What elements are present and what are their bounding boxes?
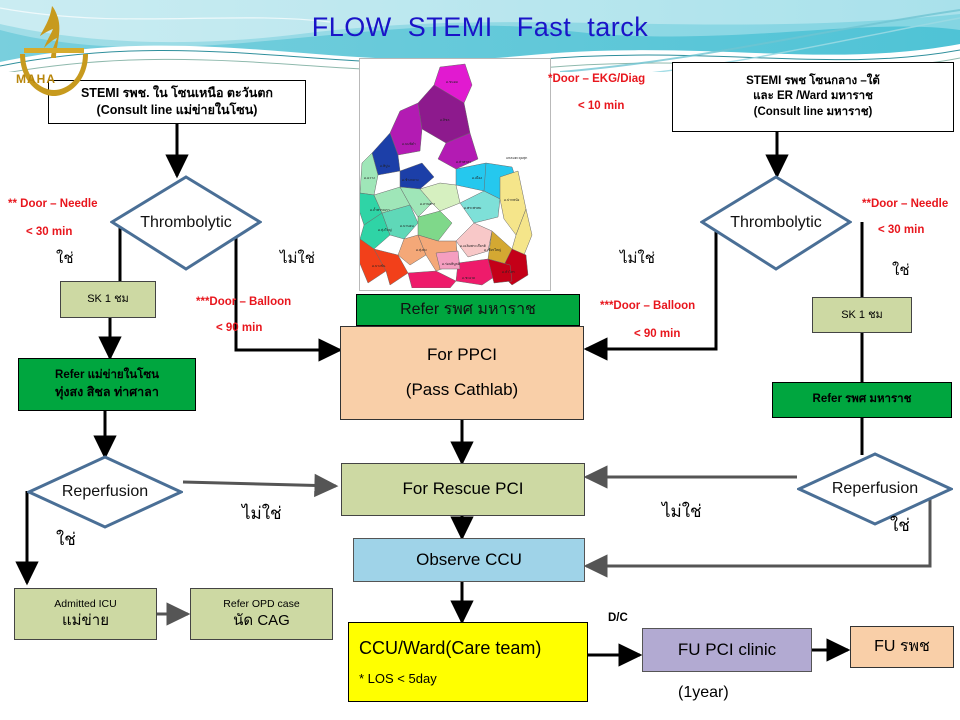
branch-label-thrombolytic-right-yes: ใช่ — [892, 262, 910, 279]
annotation-door-balloon-left-line1: ***Door – Balloon — [196, 296, 292, 308]
annotation-dc-label: D/C — [608, 612, 628, 624]
sk-box-right-label: SK 1 ชม — [841, 308, 883, 321]
svg-text:อ.ร่อนพิบูลย์: อ.ร่อนพิบูลย์ — [442, 262, 460, 266]
observe-ccu-label: Observe CCU — [416, 549, 522, 569]
svg-text:อ.พระพรหม: อ.พระพรหม — [464, 206, 481, 210]
start-box-left-line2: (Consult line แม่ข่ายในโซน) — [96, 103, 258, 117]
decision-thrombolytic-right-label: Thrombolytic — [730, 214, 822, 231]
annotation-door-balloon-left-line2: < 90 min — [216, 322, 263, 334]
refer-opd-line1: Refer OPD case — [223, 597, 300, 610]
admitted-icu-box: Admitted ICU แม่ข่าย — [14, 588, 157, 640]
annotation-door-balloon-right-line2: < 90 min — [634, 328, 681, 340]
refer-network-box-left: Refer แม่ข่ายในโซน ทุ่งสง สิชล ท่าศาลา — [18, 358, 196, 411]
decision-reperfusion-left-label: Reperfusion — [61, 483, 149, 500]
ccu-ward-line1: CCU/Ward(Care team) — [359, 638, 542, 659]
admitted-icu-line2: แม่ข่าย — [61, 611, 110, 629]
svg-text:อ.ถ้ำพรรณรา: อ.ถ้ำพรรณรา — [370, 207, 390, 212]
svg-text:อ.ช้างกลาง: อ.ช้างกลาง — [402, 178, 419, 182]
logo-wordmark: MAHA — [16, 72, 56, 86]
branch-label-reperfusion-right-yes: ใช่ — [890, 516, 910, 535]
start-box-right-line2: และ ER /Ward มหาราช — [753, 90, 873, 103]
start-box-right-line1: STEMI รพช โซนกลาง –ใต้ — [746, 74, 880, 87]
decision-thrombolytic-left-label: Thrombolytic — [140, 214, 232, 231]
ccu-ward-box: CCU/Ward(Care team) * LOS < 5day — [348, 622, 588, 702]
admitted-icu-line1: Admitted ICU — [54, 597, 117, 610]
fu-rpch-label: FU รพช — [874, 638, 930, 656]
rescue-pci-box: For Rescue PCI — [341, 463, 585, 516]
svg-text:อ.ฉวาง: อ.ฉวาง — [364, 176, 375, 180]
annotation-door-needle-right-line2: < 30 min — [878, 224, 925, 236]
svg-text:อ.ทุ่งสง: อ.ทุ่งสง — [416, 248, 427, 253]
svg-text:อ.เมือง: อ.เมือง — [472, 175, 482, 180]
decision-thrombolytic-right[interactable]: Thrombolytic — [700, 175, 852, 271]
annotation-door-needle-left-line1: ** Door – Needle — [8, 198, 98, 210]
ccu-ward-line2: * LOS < 5day — [359, 671, 437, 687]
sk-box-left-label: SK 1 ชม — [87, 293, 129, 306]
svg-text:อ.ทุ่งใหญ่: อ.ทุ่งใหญ่ — [378, 228, 392, 233]
decision-thrombolytic-left[interactable]: Thrombolytic — [110, 175, 262, 271]
annotation-door-needle-left-line2: < 30 min — [26, 226, 73, 238]
ppci-line1: For PPCI — [427, 345, 497, 365]
svg-text:แหลมตะลุมพุก: แหลมตะลุมพุก — [506, 156, 527, 161]
decision-reperfusion-right-label: Reperfusion — [831, 480, 919, 497]
svg-text:อ.ลานสกา: อ.ลานสกา — [420, 202, 435, 206]
annotation-door-needle-right-line1: **Door – Needle — [862, 198, 949, 210]
refer-opd-line2: นัด CAG — [233, 611, 290, 629]
observe-ccu-box: Observe CCU — [353, 538, 585, 582]
fu-pci-clinic-sublabel: (1year) — [678, 684, 729, 701]
refer-opd-box: Refer OPD case นัด CAG — [190, 588, 333, 640]
refer-maharaj-right-label: Refer รพศ มหาราช — [812, 393, 912, 406]
refer-network-left-line2: ทุ่งสง สิชล ท่าศาลา — [55, 384, 159, 399]
sk-box-right: SK 1 ชม — [812, 297, 912, 333]
page-title: FLOW STEMI Fast tarck — [311, 12, 649, 42]
svg-text:อ.ขนอม: อ.ขนอม — [446, 80, 458, 84]
refer-network-left-line1: Refer แม่ข่ายในโซน — [55, 369, 159, 382]
start-box-right: STEMI รพช โซนกลาง –ใต้ และ ER /Ward มหาร… — [672, 62, 954, 132]
fu-pci-clinic-box: FU PCI clinic — [642, 628, 812, 672]
annotation-door-balloon-right-line1: ***Door – Balloon — [600, 300, 696, 312]
decision-reperfusion-left[interactable]: Reperfusion — [27, 455, 183, 529]
svg-text:อ.นบพิตำ: อ.นบพิตำ — [402, 142, 416, 146]
start-box-left: STEMI รพช. ใน โซนเหนือ ตะวันตก (Consult … — [48, 80, 306, 124]
fu-rpch-box: FU รพช — [850, 626, 954, 668]
sk-box-left: SK 1 ชม — [60, 281, 156, 318]
fu-pci-clinic-label: FU PCI clinic — [677, 639, 777, 659]
ppci-box: For PPCI (Pass Cathlab) — [340, 326, 584, 420]
branch-label-thrombolytic-right-no: ไม่ใช่ — [620, 250, 655, 267]
refer-maharaj-box-right: Refer รพศ มหาราช — [772, 382, 952, 418]
svg-text:อ.สิชล: อ.สิชล — [440, 118, 449, 122]
refer-maharaj-center-label: Refer รพศ มหาราช — [400, 301, 536, 319]
rescue-pci-label: For Rescue PCI — [402, 479, 524, 499]
svg-text:อ.เฉลิมพระเกียรติ: อ.เฉลิมพระเกียรติ — [460, 243, 486, 248]
start-box-left-line1: STEMI รพช. ใน โซนเหนือ ตะวันตก — [80, 86, 274, 101]
svg-text:อ.ปากพนัง: อ.ปากพนัง — [504, 198, 520, 202]
branch-label-reperfusion-right-no: ไม่ใช่ — [662, 502, 702, 521]
decision-reperfusion-right[interactable]: Reperfusion — [797, 452, 953, 526]
branch-label-reperfusion-left-yes: ใช่ — [56, 530, 76, 549]
annotation-door-ekg-line2: < 10 min — [578, 100, 625, 112]
start-box-right-line3: (Consult line มหาราช) — [753, 105, 873, 118]
ppci-line2: (Pass Cathlab) — [405, 380, 519, 399]
header-banner — [0, 0, 960, 72]
branch-label-thrombolytic-left-yes: ใช่ — [56, 250, 74, 267]
svg-text:อ.พิปูน: อ.พิปูน — [380, 164, 390, 168]
branch-label-reperfusion-left-no: ไม่ใช่ — [242, 504, 282, 523]
maharaj-temple-flame-logo-icon — [6, 2, 102, 102]
svg-text:อ.นาบอน: อ.นาบอน — [400, 224, 414, 228]
svg-text:อ.ท่าศาลา: อ.ท่าศาลา — [456, 160, 471, 164]
svg-text:อ.ชะอวด: อ.ชะอวด — [462, 276, 475, 280]
svg-text:อ.หัวไทร: อ.หัวไทร — [502, 270, 515, 274]
svg-text:อ.บางขัน: อ.บางขัน — [372, 264, 386, 268]
annotation-door-ekg-line1: *Door – EKG/Diag — [548, 73, 646, 85]
province-district-map: อ.ขนอม อ.สิชล อ.นบพิตำ อ.ท่าศาลา อ.พิปูน… — [359, 58, 551, 291]
branch-label-thrombolytic-left-no: ไม่ใช่ — [280, 250, 315, 267]
refer-maharaj-box-center: Refer รพศ มหาราช — [356, 294, 580, 326]
svg-text:อ.เชียรใหญ่: อ.เชียรใหญ่ — [484, 247, 501, 252]
